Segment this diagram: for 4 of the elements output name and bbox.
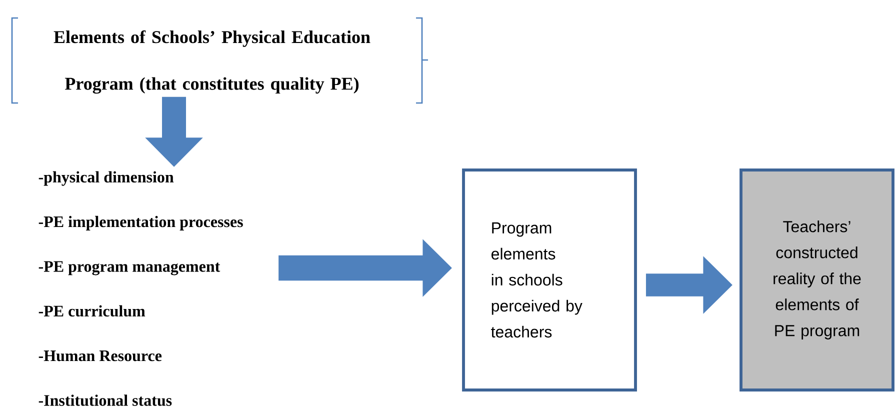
heading-text: Elements of Schools’ Physical Education Program (that constitutes quality PE) <box>54 30 370 94</box>
process-box: Program elements in schools perceived by teachers <box>462 168 637 392</box>
element-list: -physical dimension -PE implementation processes -PE program management -PE curriculum -Human Resource -Institutional status <box>38 171 243 406</box>
process-box: Teachers’ constructed reality of the elements of PE program <box>740 168 894 392</box>
